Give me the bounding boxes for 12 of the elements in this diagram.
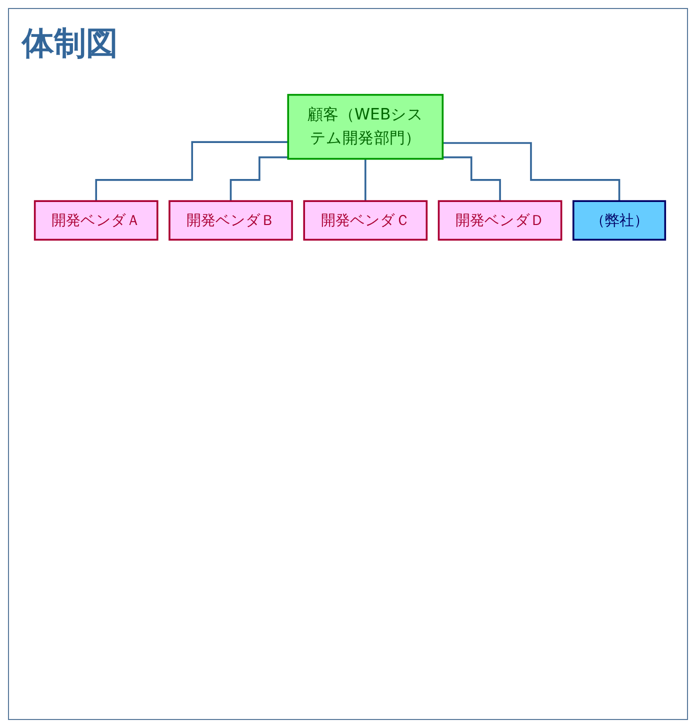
connector (364, 158, 366, 202)
connector (442, 156, 501, 202)
node-box: 開発ベンダＤ (438, 200, 562, 241)
connector (95, 141, 288, 202)
node-box: 開発ベンダＢ (168, 200, 293, 241)
connector (230, 156, 288, 202)
node-box: 開発ベンダＡ (34, 200, 158, 241)
diagram-title: 体制図 (22, 23, 118, 64)
node-box: （弊社） (572, 200, 666, 241)
node-box: 顧客（WEBシステム開発部門） (287, 94, 444, 160)
node-box: 開発ベンダＣ (303, 200, 428, 241)
connector (442, 142, 620, 202)
